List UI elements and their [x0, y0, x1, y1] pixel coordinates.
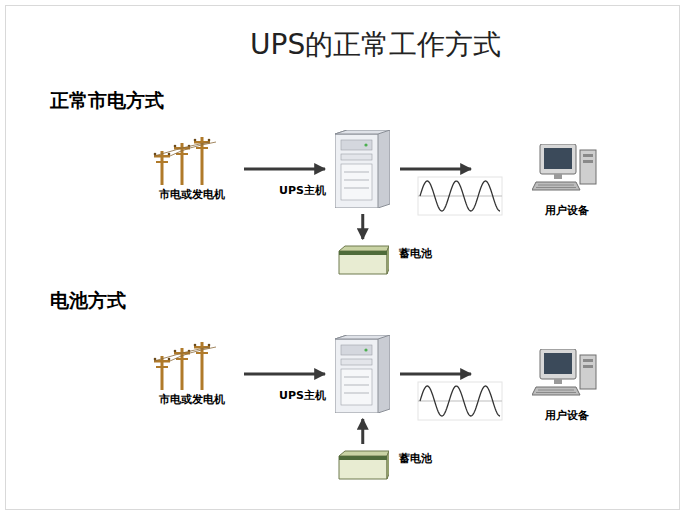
battery-icon — [337, 245, 389, 275]
battery: 蓄电池 — [337, 450, 389, 480]
user-equipment-icon — [532, 144, 602, 194]
flow-arrow — [400, 373, 471, 376]
section-heading: 电池方式 — [50, 288, 126, 314]
section-heading: 正常市电方式 — [50, 88, 164, 114]
power-source-icon — [150, 137, 234, 187]
node-label: 用户设备 — [512, 409, 622, 422]
ups-unit-icon — [335, 335, 390, 413]
ups-unit-icon — [335, 130, 390, 208]
node-label: 市电或发电机 — [150, 393, 234, 406]
ups-unit: UPS主机 — [335, 335, 390, 413]
flow-arrow — [244, 168, 325, 171]
flow-arrow — [400, 168, 471, 171]
node-label: UPS主机 — [279, 389, 326, 402]
flow-arrow — [244, 373, 325, 376]
node-label: 市电或发电机 — [150, 188, 234, 201]
user-equipment: 用户设备 — [532, 144, 602, 194]
power-source: 市电或发电机 — [150, 137, 234, 201]
user-equipment: 用户设备 — [532, 349, 602, 399]
diagram-title: UPS的正常工作方式 — [250, 26, 501, 64]
battery: 蓄电池 — [337, 245, 389, 275]
power-source: 市电或发电机 — [150, 342, 234, 406]
node-label: UPS主机 — [279, 184, 326, 197]
user-equipment-icon — [532, 349, 602, 399]
node-label: 蓄电池 — [399, 452, 432, 465]
battery-icon — [337, 450, 389, 480]
flow-arrow — [361, 419, 364, 444]
sine-wave — [418, 382, 502, 420]
power-source-icon — [150, 342, 234, 392]
node-label: 蓄电池 — [399, 247, 432, 260]
node-label: 用户设备 — [512, 204, 622, 217]
sine-wave — [418, 177, 502, 215]
ups-unit: UPS主机 — [335, 130, 390, 208]
flow-arrow — [361, 214, 364, 239]
